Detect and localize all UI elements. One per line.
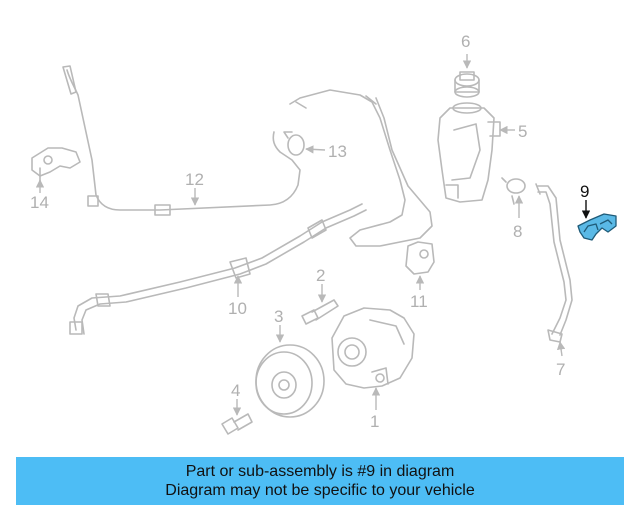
callout-12: 12 bbox=[185, 170, 204, 189]
banner-line-disclaimer: Diagram may not be specific to your vehi… bbox=[165, 482, 475, 499]
callout-labels: 6 5 13 12 14 8 9 2 10 11 3 4 1 7 bbox=[30, 32, 589, 431]
callout-3: 3 bbox=[274, 307, 283, 326]
part-8-hose-clamp bbox=[501, 177, 526, 205]
part-9-clip-highlighted bbox=[577, 213, 617, 241]
callout-5: 5 bbox=[518, 122, 527, 141]
part-11-bracket bbox=[405, 241, 435, 275]
banner-line-part-number: Part or sub-assembly is #9 in diagram bbox=[185, 463, 455, 480]
callout-6: 6 bbox=[461, 32, 470, 51]
callout-13: 13 bbox=[328, 142, 347, 161]
part-13-clamp bbox=[283, 131, 305, 156]
part-1-pump bbox=[331, 307, 415, 389]
part-3-pulley bbox=[255, 344, 325, 418]
return-line bbox=[289, 89, 433, 247]
callout-2: 2 bbox=[316, 266, 325, 285]
callout-4: 4 bbox=[231, 381, 240, 400]
callout-10: 10 bbox=[228, 299, 247, 318]
callout-11: 11 bbox=[410, 292, 428, 311]
callout-1: 1 bbox=[370, 412, 379, 431]
part-4-bolt bbox=[221, 413, 253, 435]
part-2-bolt bbox=[301, 299, 339, 325]
info-banner: Part or sub-assembly is #9 in diagram Di… bbox=[16, 457, 624, 505]
part-12-pressure-hose bbox=[62, 65, 301, 216]
leader-lines bbox=[35, 54, 591, 416]
callout-7: 7 bbox=[556, 360, 565, 379]
part-5-reservoir bbox=[437, 102, 501, 203]
part-14-bracket bbox=[31, 147, 81, 183]
part-7-return-hose bbox=[535, 183, 573, 343]
part-10-high-pressure-line bbox=[69, 203, 367, 335]
part-6-cap bbox=[454, 71, 480, 98]
callout-14: 14 bbox=[30, 193, 49, 212]
callout-9: 9 bbox=[580, 182, 589, 201]
callout-8: 8 bbox=[513, 222, 522, 241]
